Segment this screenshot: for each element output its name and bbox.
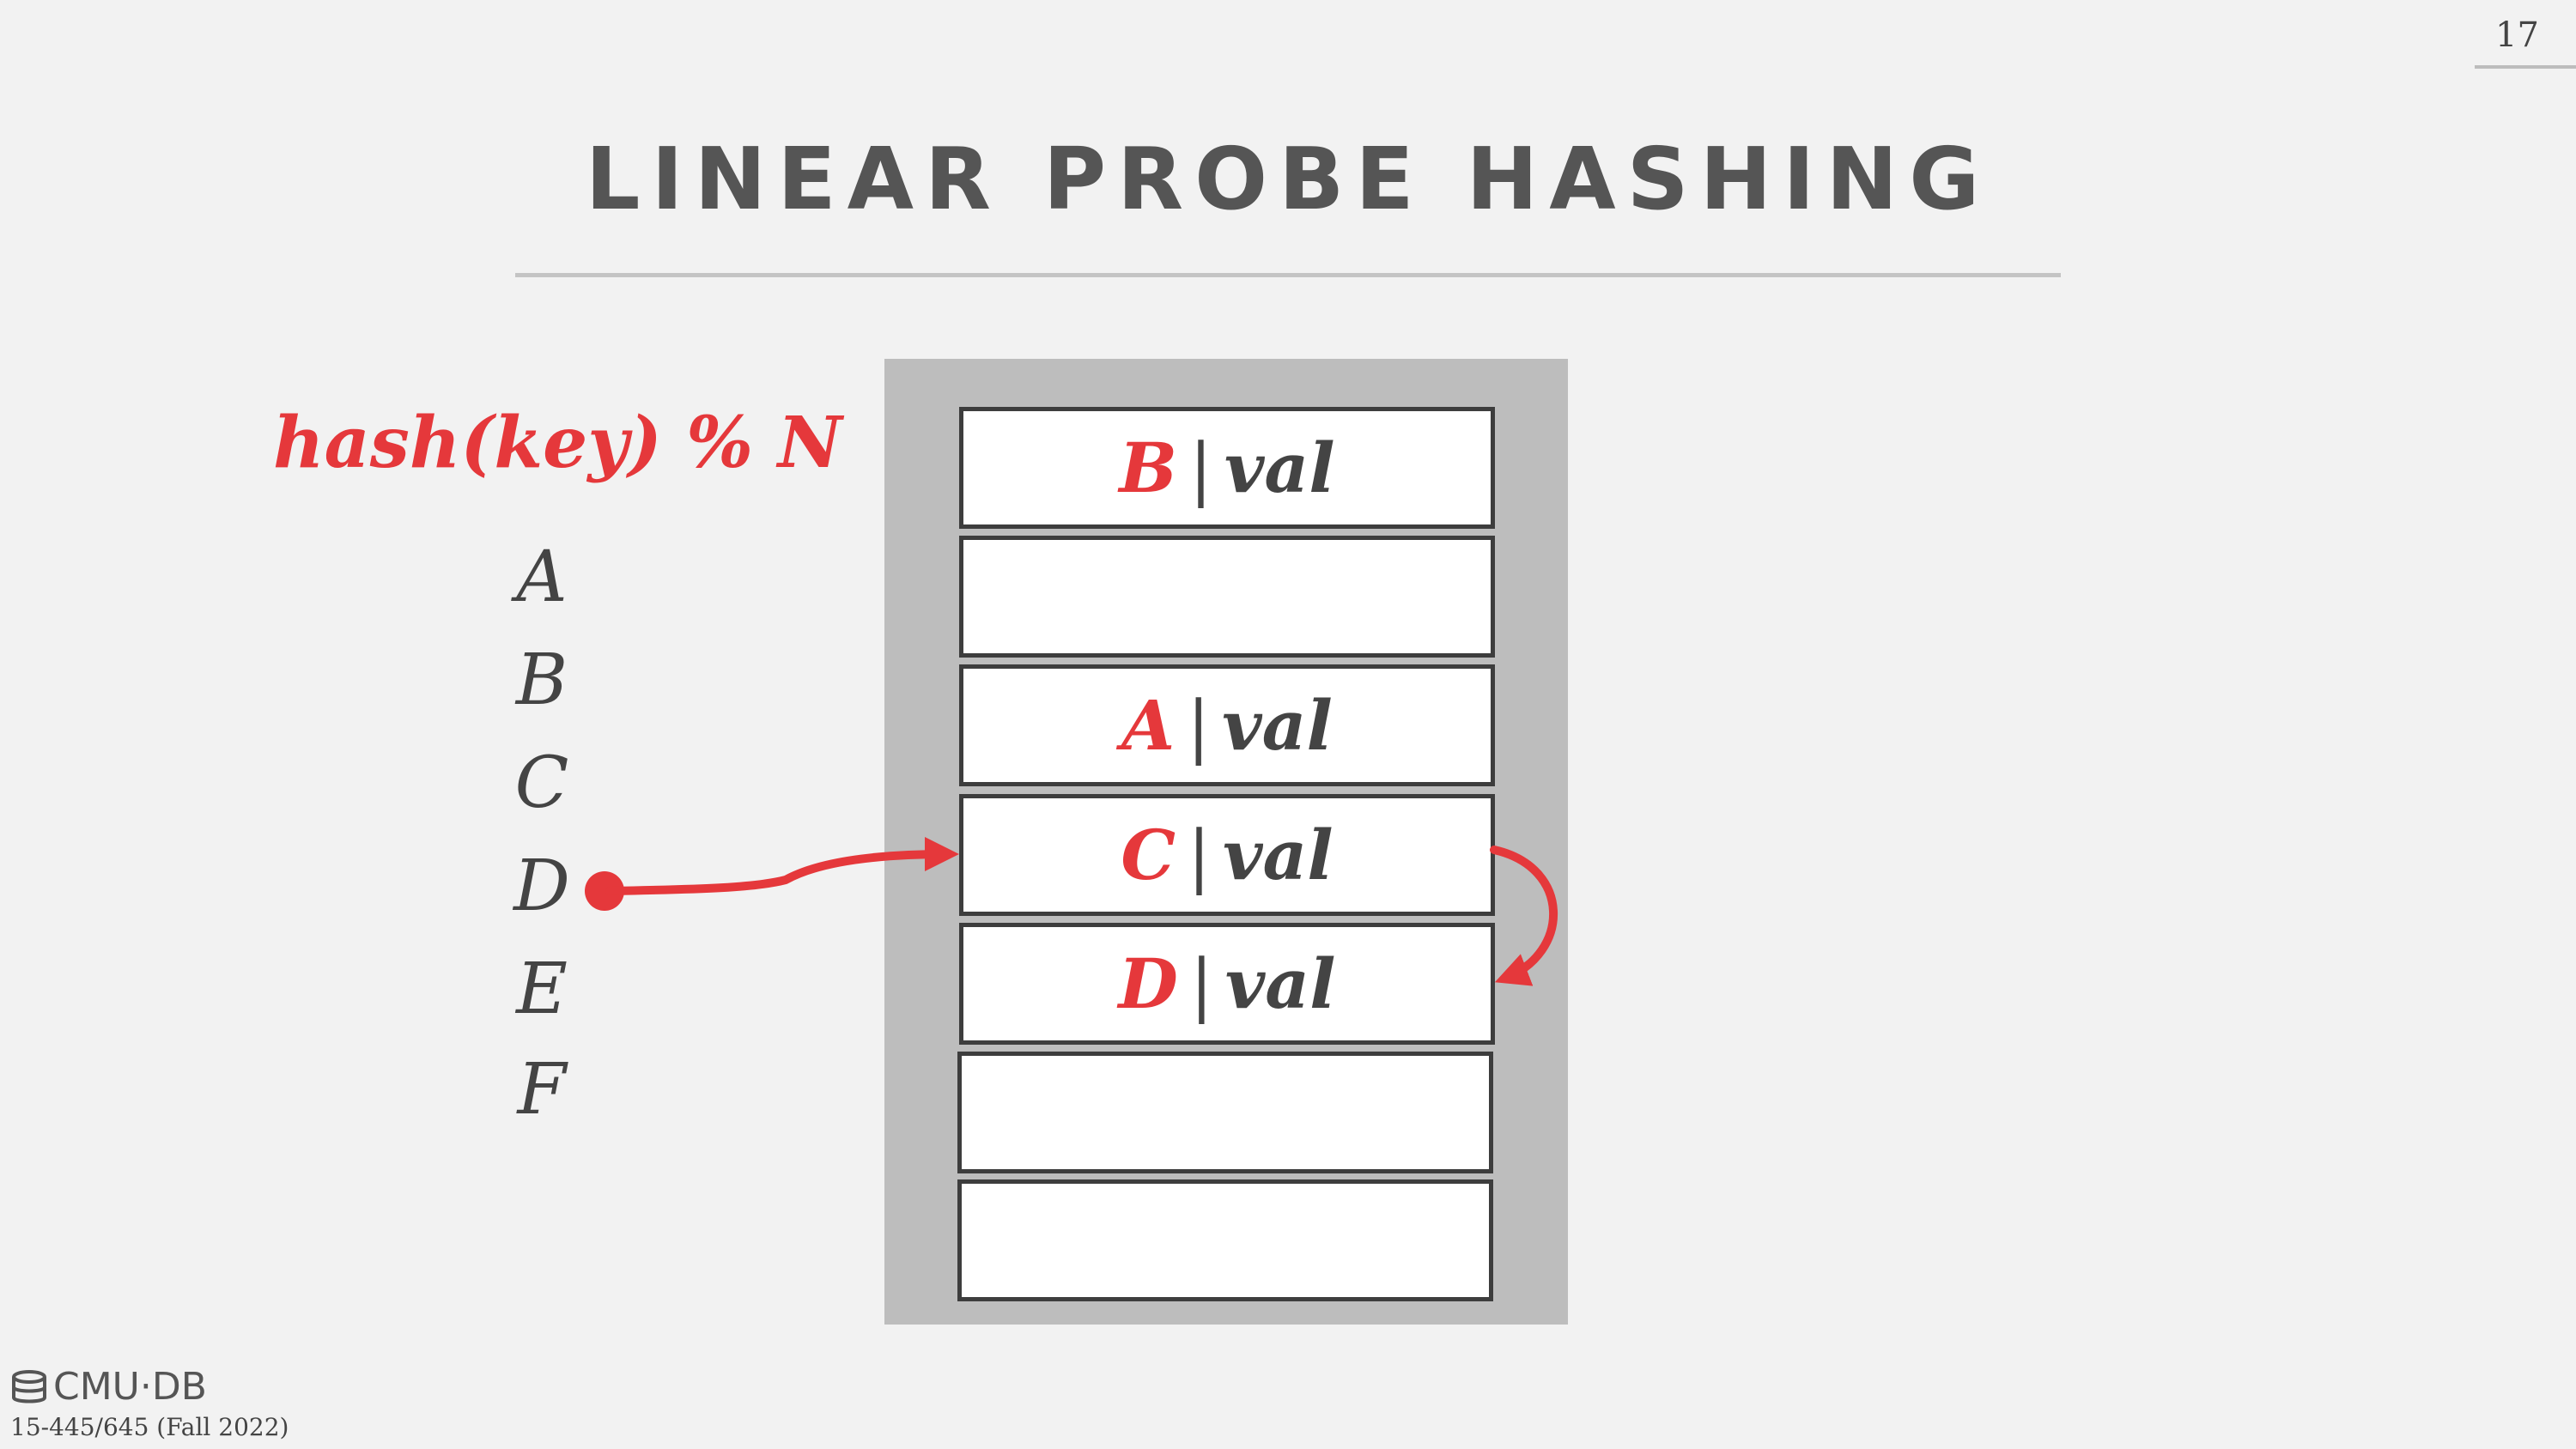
slot-value: val (1224, 943, 1336, 1024)
slide-title: LINEAR PROBE HASHING (585, 129, 1991, 229)
slot-key: A (1121, 685, 1176, 766)
database-icon (12, 1369, 46, 1403)
slot-separator: | (1188, 427, 1212, 508)
page-number-rule (2475, 65, 2576, 69)
page-number: 17 (2495, 15, 2539, 55)
table-slot-0: B|val (959, 407, 1495, 529)
title-rule (515, 273, 2061, 277)
key-d: D (513, 846, 570, 927)
cmu-db-logo: CMU·DB (10, 1365, 207, 1409)
table-slot-1 (959, 536, 1495, 658)
key-f: F (517, 1049, 567, 1131)
logo-text: CMU·DB (53, 1365, 207, 1409)
course-label: 15-445/645 (Fall 2022) (10, 1413, 289, 1441)
key-b: B (515, 640, 568, 721)
hash-arrow (605, 837, 959, 895)
slot-separator: | (1188, 815, 1211, 895)
hash-source-dot (585, 871, 624, 911)
key-e: E (516, 949, 568, 1030)
table-slot-3: C|val (959, 794, 1495, 916)
slot-separator: | (1189, 943, 1213, 1024)
slot-key: B (1119, 427, 1177, 508)
hash-function-label: hash(key) % N (273, 402, 842, 484)
slot-separator: | (1187, 685, 1211, 766)
table-slot-4: D|val (959, 923, 1495, 1045)
table-slot-5 (957, 1052, 1493, 1173)
table-slot-2: A|val (959, 664, 1495, 786)
slot-key: D (1118, 943, 1178, 1024)
slot-value: val (1224, 427, 1335, 508)
probe-arrow (1490, 846, 1558, 986)
key-a: A (516, 537, 568, 618)
slot-key: C (1121, 815, 1176, 895)
slot-value: val (1222, 815, 1334, 895)
table-slot-6 (957, 1179, 1493, 1301)
key-c: C (514, 743, 569, 824)
slot-value: val (1222, 685, 1333, 766)
